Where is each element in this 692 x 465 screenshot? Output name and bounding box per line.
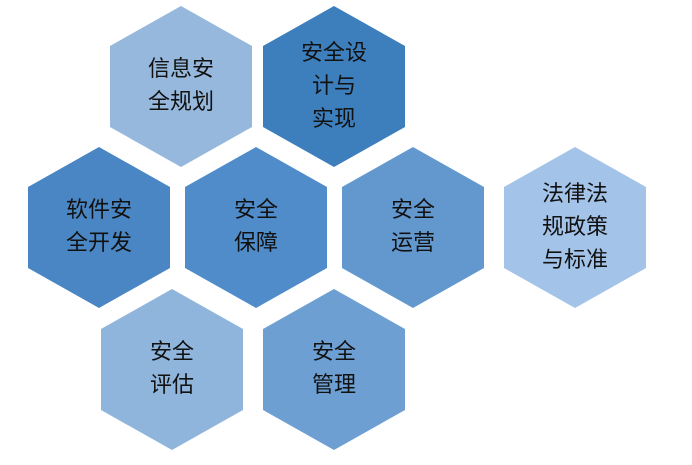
hexagon-security-management [263,289,405,450]
hexagon-security-operations [342,147,484,308]
hexagon-security-assessment [101,289,243,450]
hexagon-software-security-dev [28,147,170,308]
hexagon-security-design [263,6,405,167]
hexagon-info-security-planning [110,6,252,167]
hexagon-security-assurance [185,147,327,308]
hexagon-laws-policies-standards [504,147,646,308]
